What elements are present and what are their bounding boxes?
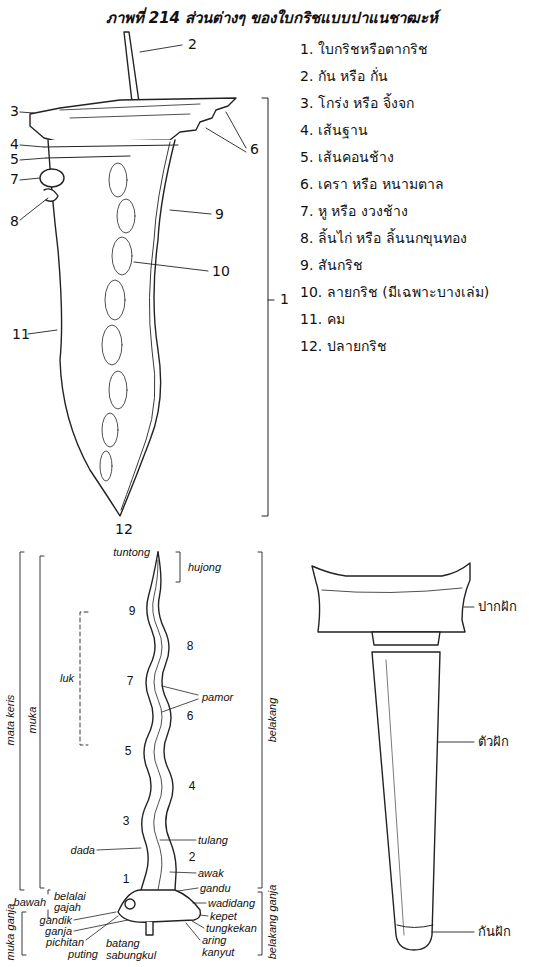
luk-number: 7 — [127, 675, 134, 688]
belalai-curl — [125, 899, 135, 909]
luk-number: 8 — [187, 640, 194, 653]
luk-number: 9 — [129, 605, 136, 618]
part-name: pamor — [202, 691, 233, 703]
base-line — [44, 145, 178, 147]
part-name: kanyut — [202, 946, 234, 958]
part-name: gandu — [200, 882, 231, 894]
part-name: pichitan — [46, 936, 84, 948]
luk-number: 5 — [125, 745, 132, 758]
callout-number: 4 — [10, 137, 19, 152]
part-name: batang — [106, 937, 140, 949]
part-name: ganja — [45, 925, 72, 937]
part-list-item: 1. ใบกริชหรือตากริช — [300, 42, 428, 57]
part-name: sabungkul — [106, 949, 156, 961]
luk-number: 1 — [123, 873, 130, 886]
blade-pattern — [100, 163, 135, 481]
tang — [124, 32, 139, 102]
tang — [146, 922, 153, 935]
figure-title: ภาพที่ 214 ส่วนต่างๆ ของใบกริชแบบปาแนชาฒ… — [106, 6, 439, 30]
ear — [40, 169, 64, 187]
callout-number: 7 — [10, 172, 19, 187]
pamor-line — [153, 560, 162, 890]
part-list-item: 5. เส้นคอนช้าง — [300, 150, 394, 165]
callout-number: 6 — [250, 142, 259, 157]
scabbard-mouth — [312, 563, 470, 632]
bracket — [262, 98, 274, 516]
part-name: hujong — [188, 561, 221, 573]
part-list-item: 10. ลายกริช (มีเฉพาะบางเล่ม) — [300, 285, 489, 300]
callout-number: 2 — [188, 37, 197, 52]
part-name: tulang — [198, 834, 228, 846]
neck-line — [46, 156, 130, 158]
callout-number: 12 — [115, 522, 133, 537]
part-list-item: 6. เครา หรือ หนามตาล — [300, 177, 444, 192]
scabbard-grain — [322, 588, 462, 593]
part-list-item: 4. เส้นฐาน — [300, 123, 368, 138]
part-name: aring — [202, 934, 226, 946]
blade-edge — [141, 552, 158, 890]
part-name: puting — [68, 948, 98, 960]
luk-number: 4 — [189, 780, 196, 793]
part-name: ปากฝัก — [478, 600, 517, 614]
leader-lines — [20, 45, 246, 334]
callout-number: 3 — [10, 104, 19, 119]
part-list-item: 3. โกร่ง หรือ จิ้งจก — [300, 96, 414, 111]
scabbard-cap — [397, 925, 433, 928]
callout-number: 11 — [12, 327, 30, 342]
ganja-shape — [118, 890, 200, 922]
blade-edge — [158, 552, 176, 890]
part-list-item: 11. คม — [300, 312, 345, 327]
part-name: wadidang — [208, 897, 255, 909]
callout-number: 10 — [212, 264, 230, 279]
part-name: tuntong — [113, 546, 150, 558]
part-name: luk — [60, 672, 74, 684]
region-name: muka — [26, 707, 38, 734]
part-name: tungkekan — [206, 922, 257, 934]
part-name: กันฝัก — [478, 925, 511, 939]
leader-lines — [74, 686, 208, 940]
blade-outline — [48, 140, 175, 516]
part-list-item: 12. ปลายกริช — [300, 339, 387, 354]
part-name: ตัวฝัก — [478, 735, 509, 749]
part-name: belalai gajah — [54, 891, 100, 913]
scabbard-neck — [372, 632, 440, 645]
spine-line — [121, 142, 170, 510]
callout-number: 1 — [280, 292, 289, 307]
part-list-item: 2. กัน หรือ กั่น — [300, 69, 388, 84]
scabbard-grain — [386, 660, 404, 935]
callout-number: 9 — [215, 207, 224, 222]
region-name: muka ganja — [4, 904, 16, 961]
luk-number: 6 — [187, 710, 194, 723]
part-name: kepet — [210, 910, 237, 922]
luk-number: 3 — [123, 815, 130, 828]
callout-number: 5 — [10, 152, 19, 167]
part-list-item: 7. หู หรือ งวงช้าง — [300, 204, 408, 219]
bracket — [20, 552, 262, 955]
part-name: dada — [71, 844, 95, 856]
region-name: mata keris — [4, 695, 16, 746]
leader-lines — [432, 607, 474, 932]
ganja-shape — [30, 98, 236, 142]
luk-number: 2 — [189, 851, 196, 864]
part-name: gandik — [40, 914, 72, 926]
scabbard-body — [372, 652, 440, 950]
part-name: bawah — [14, 896, 46, 908]
part-list-item: 8. ลิ้นไก่ หรือ ลิ้นนกขุนทอง — [300, 231, 467, 246]
callout-number: 8 — [10, 214, 19, 229]
region-name: belakang ganja — [266, 885, 278, 960]
region-name: belakang — [266, 698, 278, 743]
part-list-item: 9. สันกริช — [300, 258, 363, 273]
part-name: awak — [198, 867, 224, 879]
ganja-lines — [60, 104, 200, 118]
